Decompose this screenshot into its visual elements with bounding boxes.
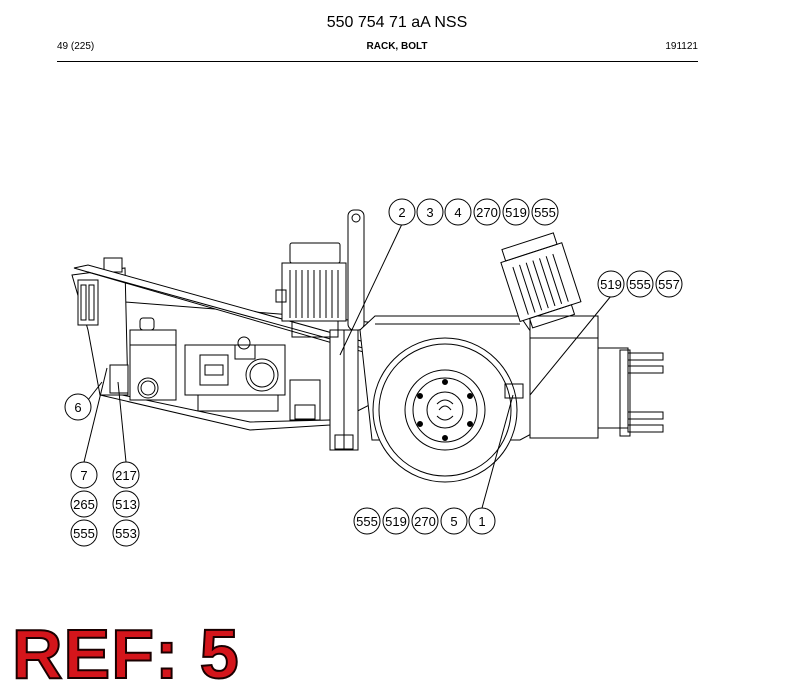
motor-fins: [289, 270, 339, 318]
callout-bubble: 2: [388, 198, 416, 226]
chassis-bottom-rail: [107, 391, 331, 423]
callout-bubble: 555: [531, 198, 559, 226]
callout-bubble: 3: [416, 198, 444, 226]
callout-bubble: 553: [112, 519, 140, 547]
callout-bubble: 5: [440, 507, 468, 535]
callout-bubble: 519: [502, 198, 530, 226]
callout-bubble: 217: [112, 461, 140, 489]
right-motor: [500, 232, 582, 329]
outrigger-rods: [619, 349, 664, 437]
wheel: [372, 337, 518, 483]
callout-label: 519: [385, 514, 407, 529]
callout-label: 513: [115, 497, 137, 512]
callout-label: 6: [74, 400, 81, 415]
reference-badge: REF: 5: [11, 614, 240, 694]
callout-bubble-single: 6: [64, 393, 92, 421]
callout-label: 4: [454, 205, 461, 220]
callout-bubble: 519: [597, 270, 625, 298]
callouts-top-row: 2 3 4 270 519 555: [388, 198, 559, 226]
callout-label: 5: [450, 514, 457, 529]
callout-label: 555: [534, 205, 556, 220]
callout-bubble: 555: [353, 507, 381, 535]
date-code: 191121: [665, 41, 698, 52]
callout-label: 553: [115, 526, 137, 541]
callout-label: 2: [398, 205, 405, 220]
callout-label: 265: [73, 497, 95, 512]
callout-label: 217: [115, 468, 137, 483]
callout-label: 270: [414, 514, 436, 529]
callout-bubble: 1: [468, 507, 496, 535]
section-title: RACK, BOLT: [366, 41, 428, 52]
callout-label: 3: [426, 205, 433, 220]
page-number: 49 (225): [57, 41, 95, 52]
callout-bubble: 557: [655, 270, 683, 298]
document-title: 550 754 71 aA NSS: [326, 14, 468, 31]
hydraulic-tank: [129, 329, 177, 401]
right-cabinet: [529, 315, 599, 439]
callout-bubble: 519: [382, 507, 410, 535]
callout-label: 519: [600, 277, 622, 292]
callout-label: 557: [658, 277, 680, 292]
callout-bubble: 513: [112, 490, 140, 518]
header-rule: [57, 61, 698, 62]
callout-bubble: 265: [70, 490, 98, 518]
callout-bubble: 270: [473, 198, 501, 226]
lift-arm: [347, 209, 365, 331]
callout-label: 555: [356, 514, 378, 529]
callout-bubble: 7: [70, 461, 98, 489]
callouts-bottom-row: 555 519 270 5 1: [353, 507, 496, 535]
callout-label: 555: [73, 526, 95, 541]
callout-bubble: 555: [70, 519, 98, 547]
callout-label: 519: [505, 205, 527, 220]
callouts-right-group: 519 555 557: [597, 270, 683, 298]
callout-label: 1: [478, 514, 485, 529]
mast-bracket: [77, 279, 99, 326]
callout-label: 270: [476, 205, 498, 220]
callout-bubble: 555: [626, 270, 654, 298]
callouts-left-col-a: 7 265 555: [70, 461, 98, 547]
callout-label: 555: [629, 277, 651, 292]
callout-bubble: 270: [411, 507, 439, 535]
callout-label: 7: [80, 468, 87, 483]
callout-bubble: 4: [444, 198, 472, 226]
callouts-left-col-b: 217 513 553: [112, 461, 140, 547]
